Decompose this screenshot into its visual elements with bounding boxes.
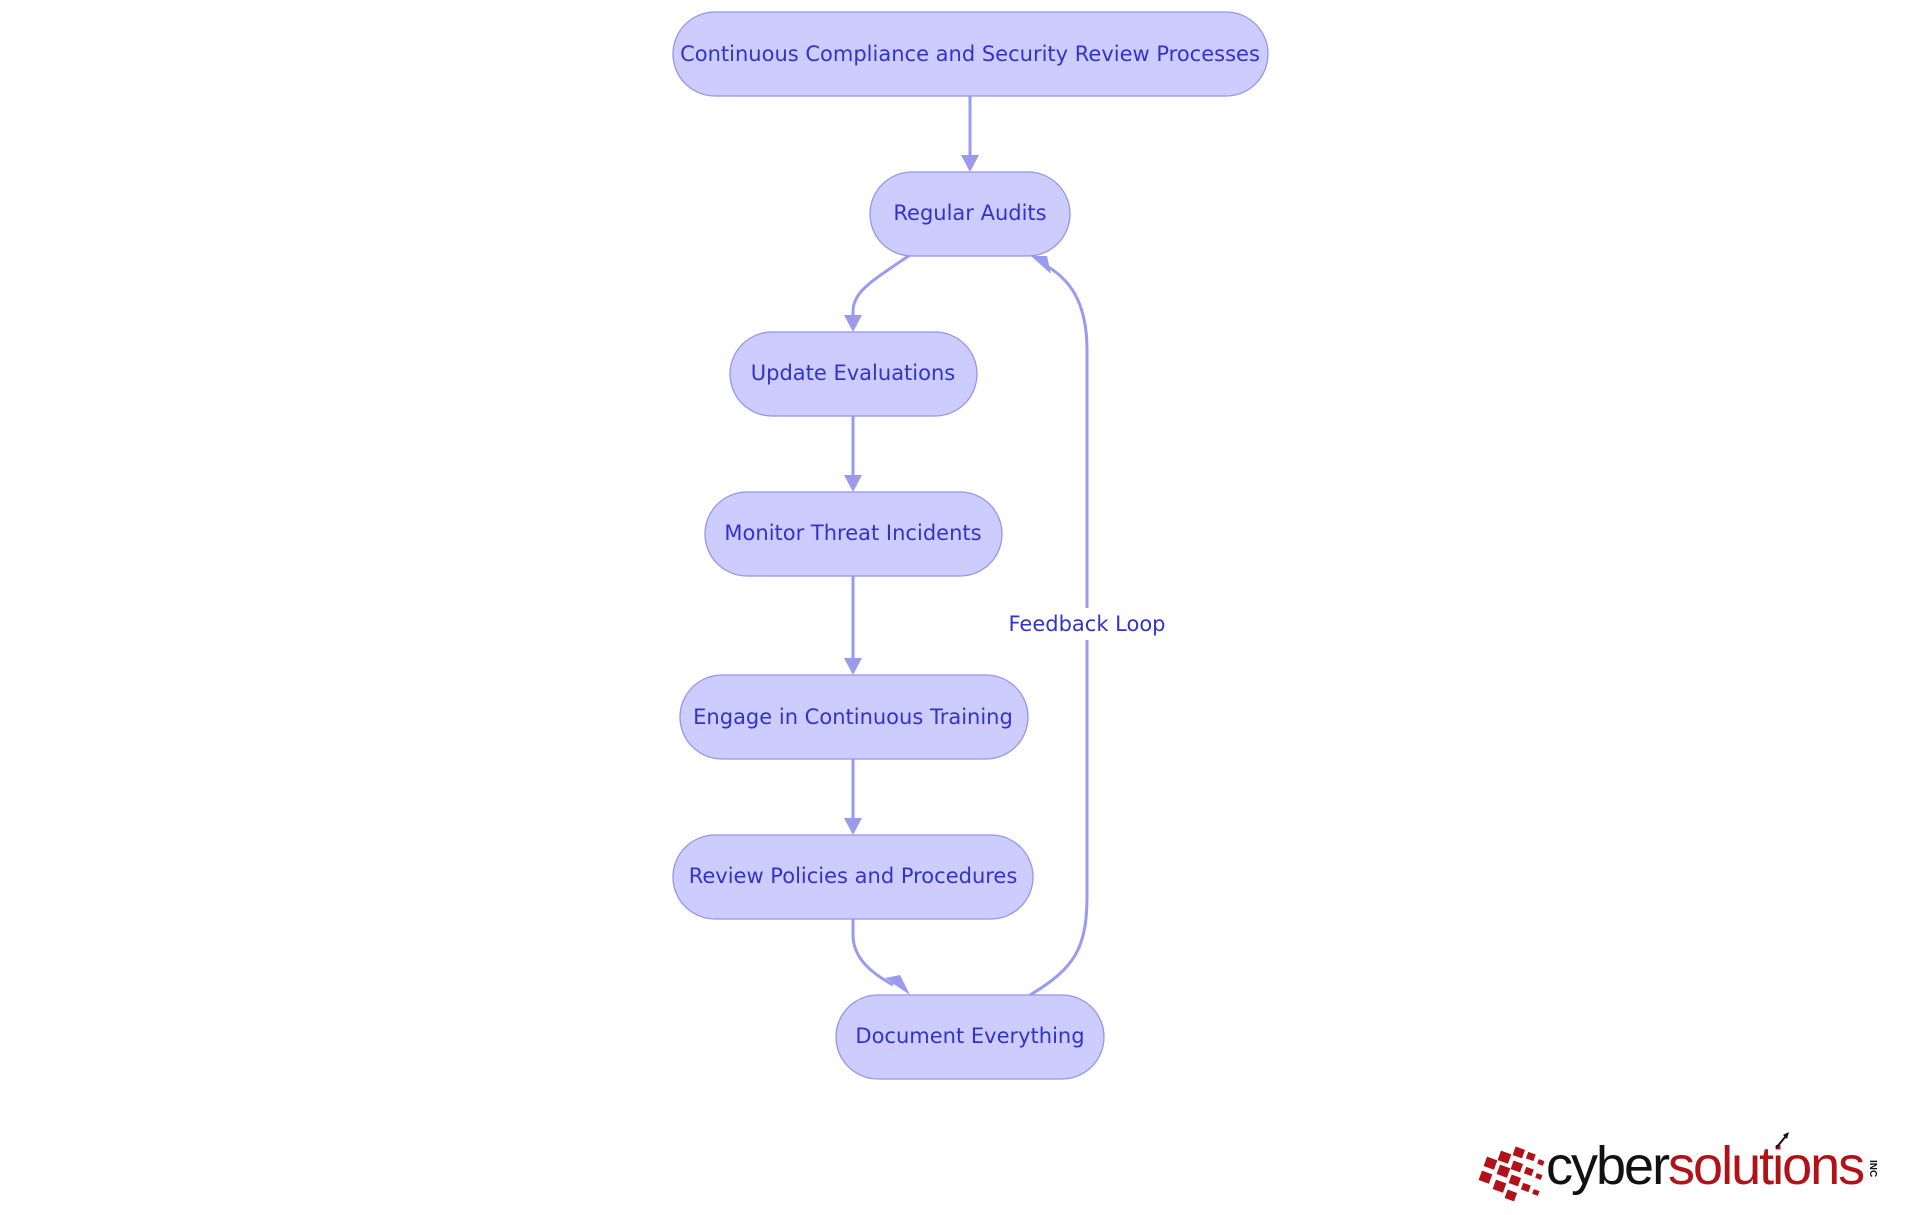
arrowhead-monitor (844, 475, 862, 492)
node-regular-audits-label: Regular Audits (893, 201, 1046, 225)
logo-inc-text: INC (1867, 1160, 1878, 1177)
node-document-everything-label: Document Everything (855, 1024, 1084, 1048)
node-update-evaluations-label: Update Evaluations (751, 361, 955, 385)
edge-audits-to-evaluations (851, 253, 911, 318)
arrowhead-document (885, 975, 910, 995)
arrowhead-evaluations (844, 315, 862, 332)
arrowhead-audits (961, 155, 979, 172)
node-update-evaluations[interactable]: Update Evaluations (729, 331, 978, 417)
arrowhead-feedback (1031, 256, 1051, 274)
logo-mark-icon (1478, 1146, 1545, 1202)
node-document-everything[interactable]: Document Everything (835, 994, 1105, 1080)
node-review-policies[interactable]: Review Policies and Procedures (672, 834, 1034, 920)
node-monitor-threat-incidents[interactable]: Monitor Threat Incidents (704, 491, 1003, 577)
node-review-policies-label: Review Policies and Procedures (689, 864, 1018, 888)
cybersolutions-logo: cybersolutions INC (1478, 1132, 1878, 1202)
arrowhead-training (844, 658, 862, 675)
edges: Feedback Loop (844, 96, 1166, 997)
node-continuous-training-label: Engage in Continuous Training (693, 705, 1013, 729)
edge-policies-to-document (851, 918, 894, 987)
logo-solutions-text: solutions (1668, 1136, 1864, 1196)
logo-wordmark: cybersolutions (1546, 1136, 1864, 1196)
node-monitor-threat-incidents-label: Monitor Threat Incidents (724, 521, 981, 545)
node-continuous-training[interactable]: Engage in Continuous Training (679, 674, 1029, 760)
edge-label-feedback-loop: Feedback Loop (1008, 612, 1165, 636)
node-regular-audits[interactable]: Regular Audits (869, 171, 1071, 257)
logo-arrow-icon (1775, 1135, 1787, 1149)
edge-label-background (1010, 608, 1164, 640)
logo-cyber-text: cyber (1546, 1136, 1670, 1196)
edge-feedback-loop (1029, 263, 1089, 997)
arrowhead-policies (844, 818, 862, 835)
node-root-label: Continuous Compliance and Security Revie… (680, 42, 1260, 66)
logo-arrowhead-icon (1783, 1132, 1789, 1139)
node-root[interactable]: Continuous Compliance and Security Revie… (672, 11, 1269, 97)
